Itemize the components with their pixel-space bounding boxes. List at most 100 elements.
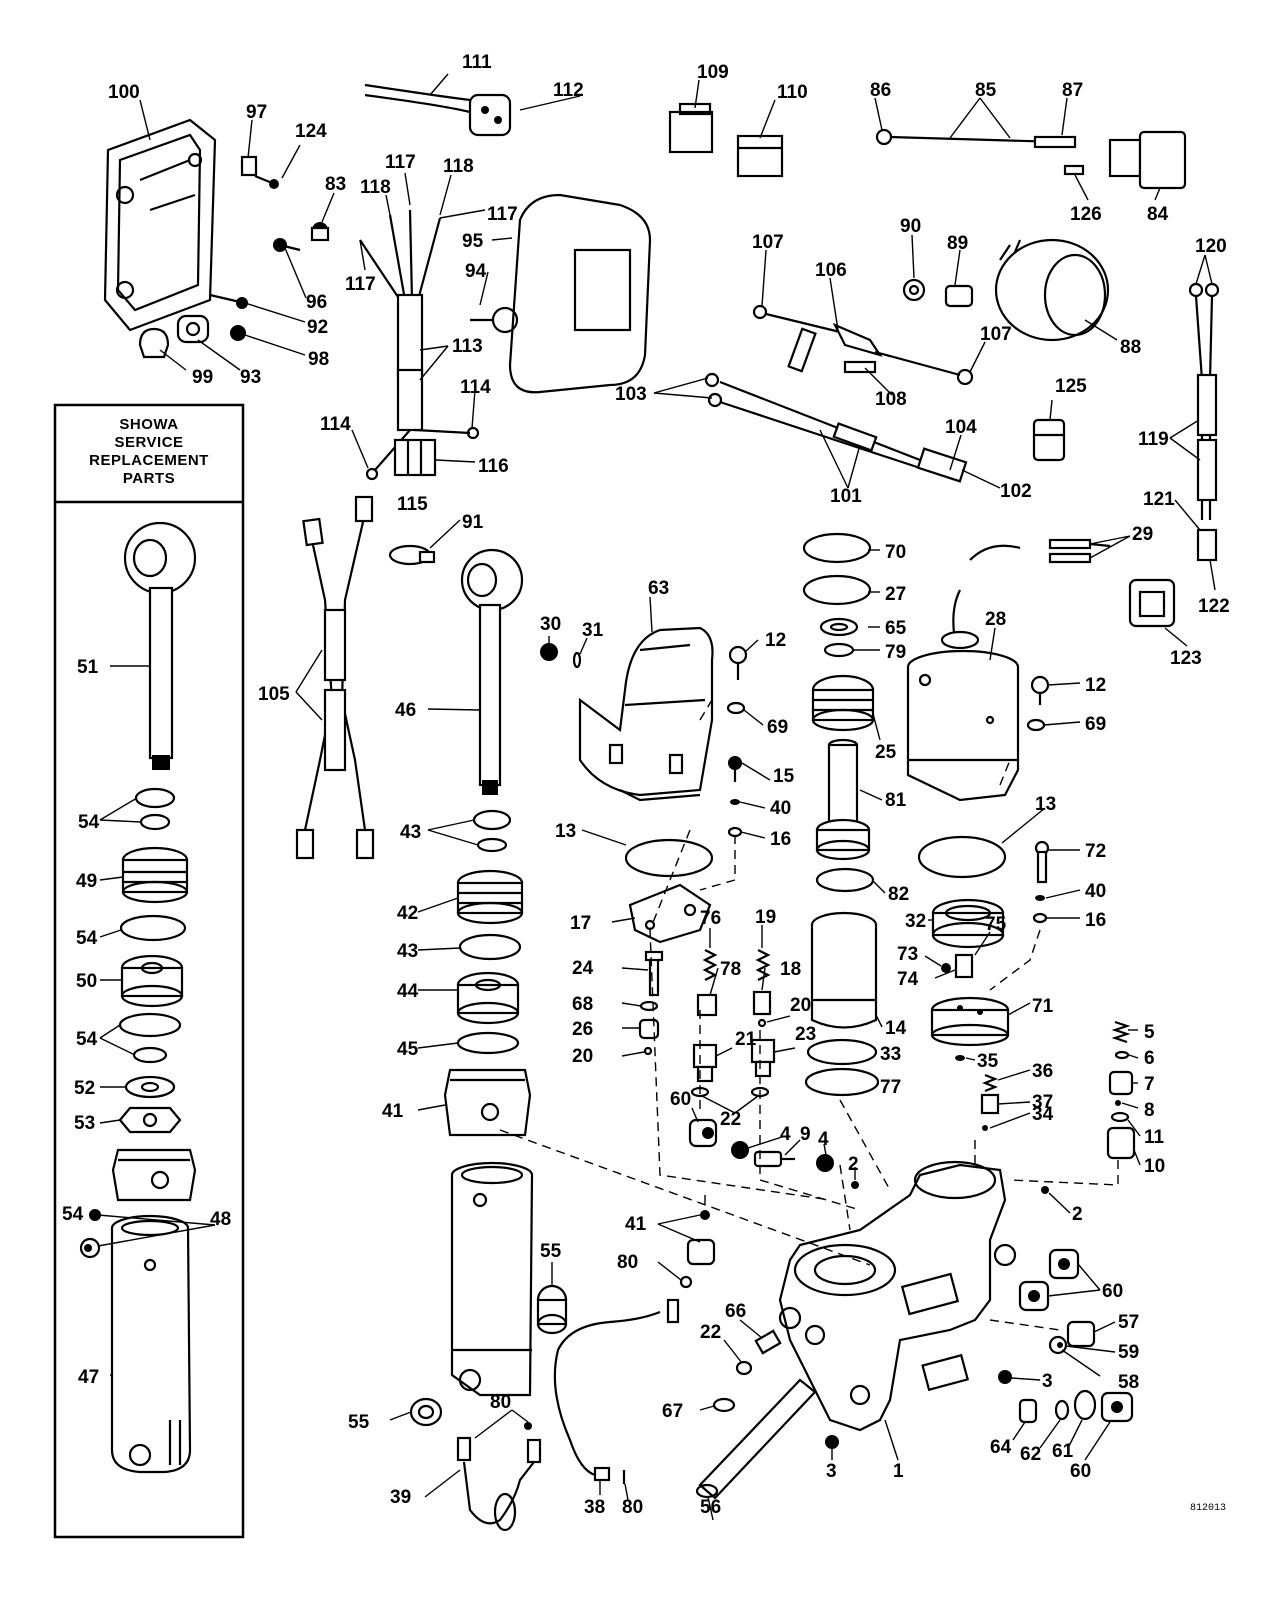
part-relay-109 <box>668 102 714 154</box>
part-showa-seal-54 <box>134 787 176 831</box>
part-fitting-57 <box>1066 1320 1096 1348</box>
part-showa-piston-50 <box>120 954 184 1008</box>
part-oring-35 <box>955 1055 965 1061</box>
callout: 46 <box>395 700 416 721</box>
callout: 28 <box>985 609 1006 630</box>
callout: 12 <box>1085 675 1106 696</box>
callout: 97 <box>246 102 267 123</box>
callout: 70 <box>885 542 906 563</box>
callout: 3 <box>826 1461 837 1482</box>
callout: 79 <box>885 642 906 663</box>
part-spring-76 <box>702 949 718 981</box>
callout: 8 <box>1144 1100 1155 1121</box>
callout: 108 <box>875 389 907 410</box>
part-nut-90 <box>902 278 926 302</box>
callout: 34 <box>1032 1104 1054 1125</box>
callout: 82 <box>888 884 909 905</box>
callout: 80 <box>622 1497 643 1518</box>
part-oring-70 <box>802 532 872 564</box>
callout: 80 <box>490 1392 511 1413</box>
part-manifold-71 <box>930 996 1010 1047</box>
part-oring-80b <box>524 1422 532 1430</box>
callout: 59 <box>1118 1342 1139 1363</box>
part-relay-110 <box>736 134 784 178</box>
part-bushing-55b <box>409 1397 443 1427</box>
callout: 77 <box>880 1077 901 1098</box>
part-showa-rod-51 <box>123 521 197 770</box>
callout: 27 <box>885 584 906 605</box>
callout: 52 <box>74 1078 95 1099</box>
callout: 4 <box>818 1129 829 1150</box>
part-washer-16a <box>727 826 743 838</box>
callout: 45 <box>397 1039 419 1060</box>
callout: 101 <box>830 486 862 507</box>
part-rod-56 <box>695 1378 817 1500</box>
callout: 2 <box>1072 1204 1083 1225</box>
part-housing-1 <box>778 1160 1017 1432</box>
part-ring-45 <box>456 1031 520 1055</box>
part-oring-80a <box>679 1275 693 1289</box>
callout: 120 <box>1195 236 1227 257</box>
callout: 13 <box>555 821 576 842</box>
part-spring-36 <box>982 1073 998 1093</box>
callout: 31 <box>582 620 604 641</box>
part-fitting-21 <box>692 1043 718 1083</box>
callout: 121 <box>1143 489 1175 510</box>
callout: 10 <box>1144 1156 1165 1177</box>
callout: 63 <box>648 578 669 599</box>
callout: 98 <box>308 349 329 370</box>
part-oring-61 <box>1073 1389 1097 1421</box>
callout: 60 <box>670 1089 691 1110</box>
part-fitting-89 <box>944 284 974 308</box>
callout: 24 <box>572 958 594 979</box>
part-nut-41 <box>443 1068 532 1137</box>
callout: 19 <box>755 907 776 928</box>
part-clip <box>240 155 258 177</box>
callout: 67 <box>662 1401 683 1422</box>
part-plug-60d <box>1100 1391 1134 1423</box>
part-oring-13b <box>917 835 1007 879</box>
callout: 40 <box>1085 881 1106 902</box>
callout: 9 <box>800 1124 811 1145</box>
part-harness-119 <box>1188 282 1220 562</box>
part-connector-84 <box>1108 130 1187 190</box>
part-clamp-91 <box>388 544 436 566</box>
part-showa-nut-53 <box>118 1106 182 1134</box>
part-spring-19 <box>755 949 771 981</box>
part-cable-105 <box>295 495 375 860</box>
callout: 2 <box>848 1154 859 1175</box>
callout: 111 <box>462 52 492 73</box>
callout: 21 <box>735 1029 757 1050</box>
showa-title-line-4: PARTS <box>123 470 175 487</box>
callout: 78 <box>720 959 741 980</box>
part-piston-44 <box>456 971 520 1025</box>
part-oring-62 <box>1054 1399 1070 1421</box>
part-screw-15 <box>728 756 742 782</box>
callout: 113 <box>452 336 483 357</box>
callout: 7 <box>1144 1074 1155 1095</box>
callout: 117 <box>385 152 416 173</box>
part-valve-78 <box>696 993 718 1017</box>
callout: 38 <box>584 1497 605 1518</box>
part-clip-67 <box>712 1397 736 1413</box>
callout: 15 <box>773 766 795 787</box>
part-bushing-32 <box>931 898 1005 949</box>
callout: 114 <box>460 377 491 398</box>
callout: 124 <box>295 121 327 142</box>
part-clamp-93 <box>176 314 210 344</box>
callout: 94 <box>465 261 487 282</box>
callout: 6 <box>1144 1048 1155 1069</box>
part-screw-75 <box>954 953 974 979</box>
part-harness-101 <box>704 372 968 483</box>
callout: 57 <box>1118 1312 1139 1333</box>
part-plug-60b <box>1048 1248 1080 1280</box>
callout: 96 <box>306 292 327 313</box>
showa-parts-box: SHOWA SERVICE REPLACEMENT PARTS <box>53 403 245 1539</box>
callout: 84 <box>1147 204 1169 225</box>
callout: 105 <box>258 684 290 705</box>
part-showa-ring-54c <box>132 1046 168 1064</box>
callout: 20 <box>790 995 811 1016</box>
callout: 76 <box>700 908 721 929</box>
callout: 33 <box>880 1044 901 1065</box>
